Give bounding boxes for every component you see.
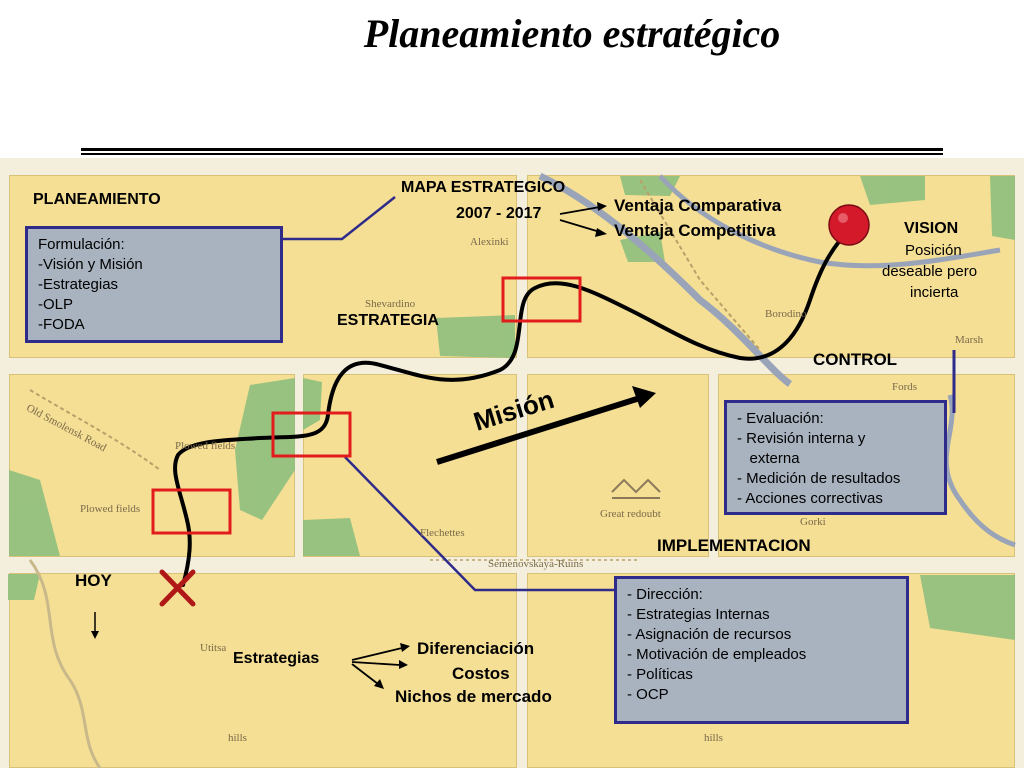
map-text-hills-2: hills bbox=[704, 732, 723, 744]
map-text-gorki: Gorki bbox=[800, 516, 826, 528]
mision-arrow bbox=[436, 395, 641, 465]
map-text-fleches: Flechettes bbox=[420, 527, 465, 539]
road bbox=[639, 179, 761, 351]
label-costos: Costos bbox=[452, 664, 510, 683]
forest-patch bbox=[8, 574, 40, 600]
milestone-marker bbox=[151, 488, 232, 535]
map-tile-top-right bbox=[527, 175, 1015, 358]
vision-desc-line: deseable pero bbox=[882, 263, 978, 280]
box-line: - Estrategias Internas bbox=[627, 606, 770, 623]
arrowhead-icon bbox=[399, 660, 408, 669]
map-text-alexinki: Alexinki bbox=[470, 236, 509, 248]
box-control: - Evaluación: - Revisión interna y exter… bbox=[724, 400, 947, 515]
map-text-semenovskaya: Semenovskaya-Ruins bbox=[488, 558, 584, 570]
forest-patch bbox=[860, 176, 925, 205]
river bbox=[28, 559, 102, 768]
vision-desc-line: incierta bbox=[910, 284, 959, 301]
title-rule-top bbox=[81, 148, 943, 151]
forest-patch bbox=[990, 176, 1015, 240]
label-ventaja-comparativa: Ventaja Comparativa bbox=[614, 196, 782, 215]
label-estrategias: Estrategias bbox=[233, 650, 320, 667]
map-text-hills-1: hills bbox=[228, 732, 247, 744]
label-planeamiento: PLANEAMIENTO bbox=[33, 191, 161, 208]
label-control: CONTROL bbox=[813, 350, 898, 369]
milestone-marker bbox=[501, 276, 582, 323]
label-mapa-estrategico: MAPA ESTRATEGICO bbox=[401, 179, 566, 196]
arrowhead-icon bbox=[400, 643, 410, 652]
arrowhead-icon bbox=[374, 679, 384, 689]
box-line: - Políticas bbox=[627, 666, 693, 683]
forest-patch bbox=[9, 470, 60, 556]
box-formulacion: Formulación: -Visión y Misión -Estrategi… bbox=[25, 226, 283, 343]
forest-patch bbox=[436, 315, 515, 358]
title-rule-bottom bbox=[81, 153, 943, 155]
forest-patch bbox=[303, 378, 322, 430]
arrowhead-icon bbox=[597, 202, 607, 211]
river bbox=[943, 394, 1016, 548]
label-diferenciacion: Diferenciación bbox=[417, 639, 535, 658]
box-line: - Asignación de recursos bbox=[627, 626, 792, 643]
label-periodo: 2007 - 2017 bbox=[456, 205, 542, 222]
box-line: -Estrategias bbox=[38, 276, 119, 293]
map-text-fords: Fords bbox=[892, 381, 918, 393]
road bbox=[29, 389, 161, 471]
vision-dot-icon bbox=[828, 204, 870, 246]
forest-patch bbox=[235, 378, 295, 520]
ventaja-arrows bbox=[559, 206, 601, 233]
box-implementacion: - Dirección: - Estrategias Internas - As… bbox=[614, 576, 909, 724]
box-line: Formulación: bbox=[38, 236, 125, 253]
box-line: -Visión y Misión bbox=[38, 256, 143, 273]
label-implementacion: IMPLEMENTACION bbox=[657, 536, 811, 555]
label-vision: VISION bbox=[904, 220, 959, 237]
milestone-marker bbox=[271, 411, 352, 458]
box-line: - OCP bbox=[627, 686, 669, 703]
box-line: - Dirección: bbox=[627, 586, 703, 603]
label-nichos: Nichos de mercado bbox=[395, 687, 552, 706]
planeamiento-connector bbox=[283, 196, 396, 241]
map-text-shevardino: Shevardino bbox=[365, 298, 416, 310]
forest-patch bbox=[303, 518, 360, 556]
estrategias-arrows bbox=[351, 647, 403, 685]
label-hoy: HOY bbox=[75, 571, 112, 590]
box-line: - Motivación de empleados bbox=[627, 646, 807, 663]
box-line: - Acciones correctivas bbox=[737, 490, 883, 507]
river bbox=[658, 174, 1001, 269]
mision-arrowhead-icon bbox=[632, 386, 656, 408]
forest-patch bbox=[920, 575, 1015, 640]
box-line: - Evaluación: bbox=[737, 410, 824, 427]
map-text-great-redoubt: Great redoubt bbox=[600, 508, 661, 520]
box-line: externa bbox=[737, 450, 800, 467]
strategic-path bbox=[173, 228, 851, 587]
box-line: - Revisión interna y bbox=[737, 430, 866, 447]
start-cross-icon bbox=[159, 569, 196, 607]
box-line: - Medición de resultados bbox=[737, 470, 901, 487]
map-text-marsh: Marsh bbox=[955, 334, 984, 346]
implementacion-connector bbox=[344, 456, 614, 592]
strategic-map bbox=[0, 158, 1024, 768]
box-line: -FODA bbox=[38, 316, 85, 333]
arrowhead-icon bbox=[595, 228, 607, 237]
map-text-plowed-fields-2: Plowed fields bbox=[80, 503, 141, 515]
redoubt-icon bbox=[611, 478, 661, 499]
label-estrategia: ESTRATEGIA bbox=[337, 312, 439, 329]
river bbox=[538, 172, 793, 387]
page-title: Planeamiento estratégico bbox=[363, 11, 781, 56]
map-text-plowed-fields-1: Plowed fields bbox=[175, 440, 236, 452]
arrowhead-icon bbox=[91, 631, 99, 639]
box-line: -OLP bbox=[38, 296, 74, 313]
map-text-utitsa: Utitsa bbox=[200, 642, 227, 654]
label-ventaja-competitiva: Ventaja Competitiva bbox=[614, 221, 776, 240]
vision-desc-line: Posición bbox=[905, 242, 962, 259]
map-text-borodino: Borodino bbox=[765, 308, 807, 320]
